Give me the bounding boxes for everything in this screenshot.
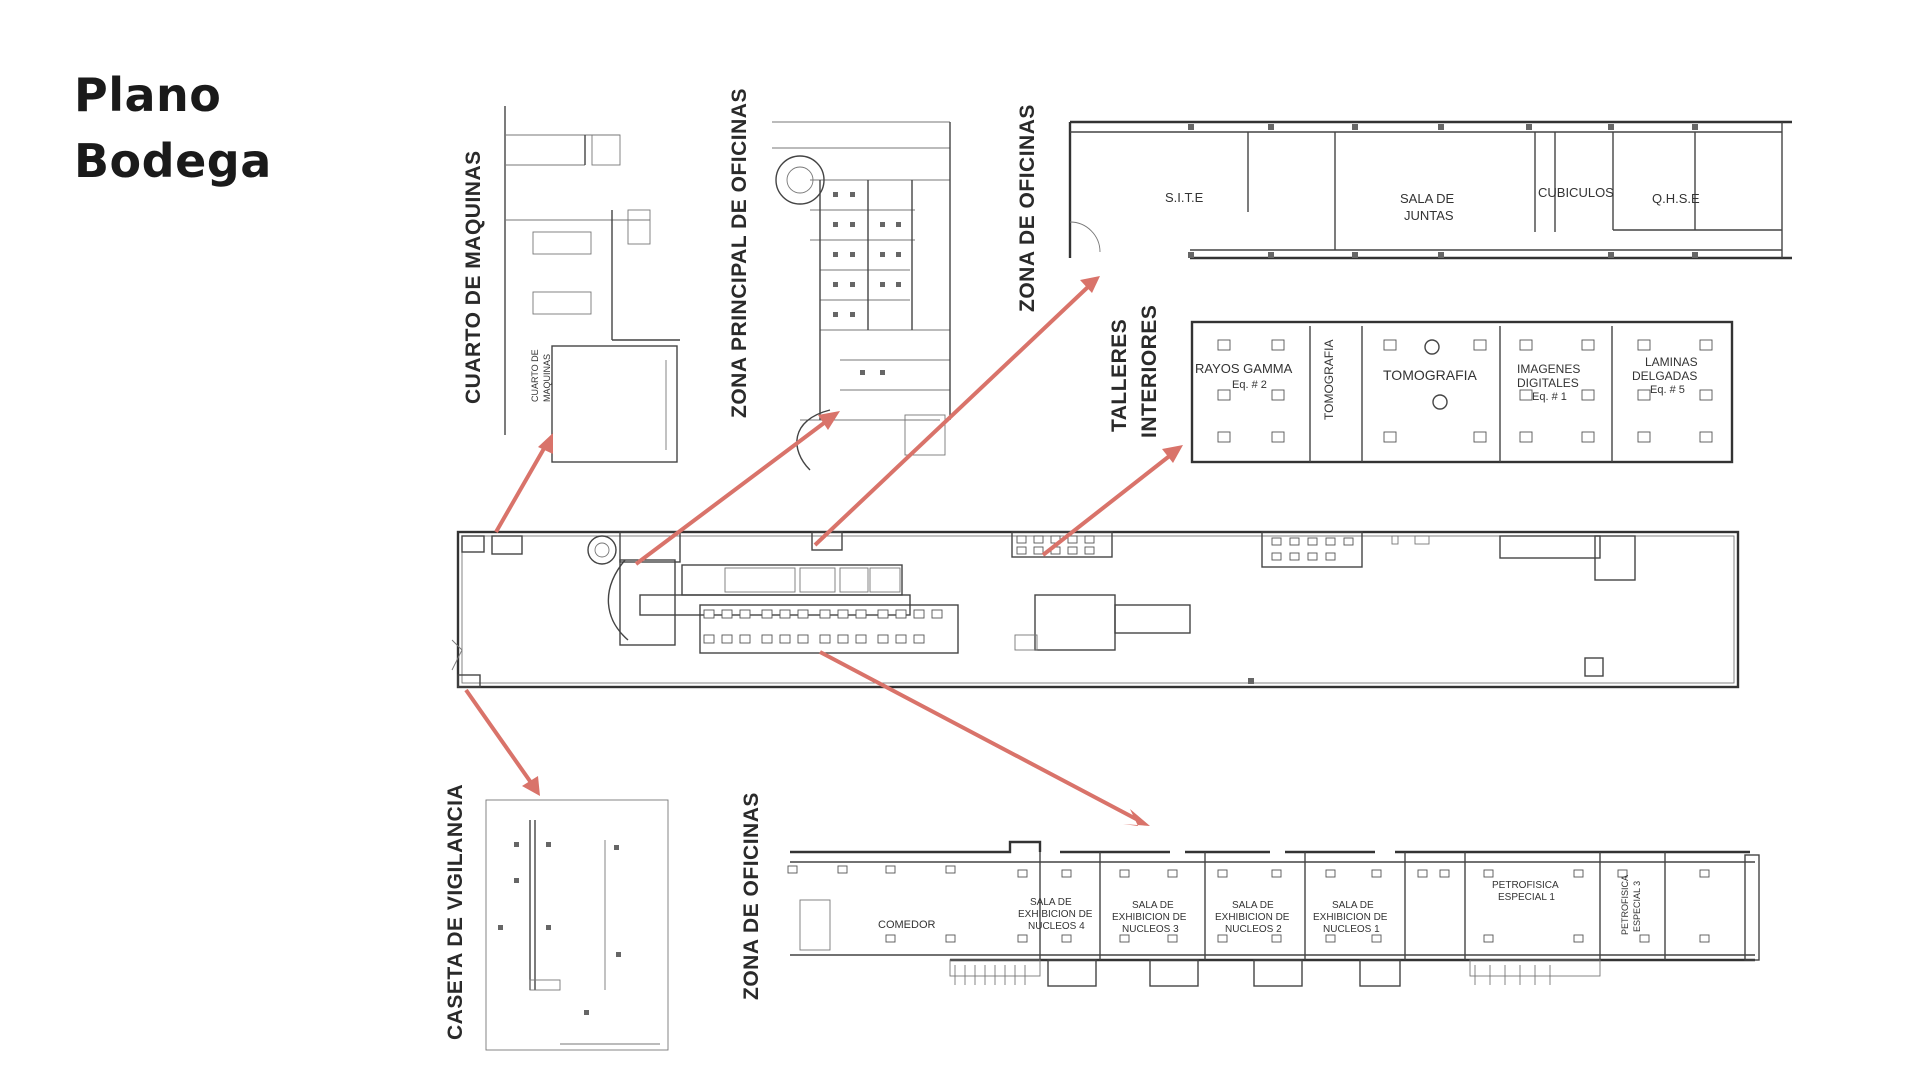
room-cubiculos: CUBICULOS xyxy=(1538,185,1614,200)
room-sala-3-a: SALA DE xyxy=(1132,900,1174,911)
title-line-2: Bodega xyxy=(74,134,272,188)
talleres-interiores-plan: RAYOS GAMMA Eq. # 2 TOMOGRAFIA TOMOGRAFI… xyxy=(1190,320,1734,464)
room-imagenes-eq: Eq. # 1 xyxy=(1532,391,1567,403)
room-delgadas: DELGADAS xyxy=(1632,369,1697,383)
room-sala-2-b: EXHIBICION DE xyxy=(1215,912,1290,923)
room-tomografia: TOMOGRAFIA xyxy=(1383,367,1478,383)
cuarto-maquinas-room-label-1: CUARTO DE xyxy=(530,349,540,402)
room-rayos-gamma: RAYOS GAMMA xyxy=(1195,361,1293,376)
arrows xyxy=(464,276,1183,826)
zona-principal-oficinas-plan xyxy=(772,121,951,471)
room-tomografia-vertical: TOMOGRAFIA xyxy=(1322,340,1336,420)
room-sala-juntas-1: SALA DE xyxy=(1400,191,1455,206)
room-rayos-gamma-eq: Eq. # 2 xyxy=(1232,379,1267,391)
room-sala-3-b: EXHIBICION DE xyxy=(1112,912,1187,923)
room-comedor: COMEDOR xyxy=(878,919,936,931)
room-sala-4-c: NUCLEOS 4 xyxy=(1028,921,1085,932)
room-digitales: DIGITALES xyxy=(1517,376,1579,390)
title-line-1: Plano xyxy=(74,68,222,122)
room-qhse: Q.H.S.E xyxy=(1652,191,1700,206)
room-sala-juntas-2: JUNTAS xyxy=(1404,208,1454,223)
room-sala-3-c: NUCLEOS 3 xyxy=(1122,924,1179,935)
room-imagenes: IMAGENES xyxy=(1517,362,1580,376)
cuarto-maquinas-plan: CUARTO DE MAQUINAS xyxy=(504,106,680,463)
room-petrofisica-3-b: ESPECIAL 3 xyxy=(1632,881,1642,932)
room-laminas: LAMINAS xyxy=(1645,355,1698,369)
room-petrofisica-3-a: PETROFISICA xyxy=(1620,875,1630,935)
page-title: Plano Bodega xyxy=(74,62,272,194)
room-petrofisica-1-a: PETROFISICA xyxy=(1492,880,1559,891)
zona-oficinas-bottom-plan: COMEDOR SALA DE EXHIBICION DE NUCLEOS 4 … xyxy=(787,840,1760,987)
caseta-vigilancia-plan xyxy=(485,799,669,1051)
room-site: S.I.T.E xyxy=(1165,190,1204,205)
room-sala-2-c: NUCLEOS 2 xyxy=(1225,924,1282,935)
cuarto-maquinas-room-label-2: MAQUINAS xyxy=(542,354,552,402)
room-petrofisica-1-b: ESPECIAL 1 xyxy=(1498,892,1555,903)
room-sala-2-a: SALA DE xyxy=(1232,900,1274,911)
room-sala-1-b: EXHIBICION DE xyxy=(1313,912,1388,923)
room-sala-4-a: SALA DE xyxy=(1030,897,1072,908)
zona-oficinas-top-plan: S.I.T.E SALA DE JUNTAS CUBICULOS Q.H.S.E xyxy=(1068,120,1792,260)
bodega-main-plan xyxy=(451,530,1740,689)
room-sala-4-b: EXHIBICION DE xyxy=(1018,909,1093,920)
room-sala-1-c: NUCLEOS 1 xyxy=(1323,924,1380,935)
room-laminas-eq: Eq. # 5 xyxy=(1650,384,1685,396)
room-sala-1-a: SALA DE xyxy=(1332,900,1374,911)
